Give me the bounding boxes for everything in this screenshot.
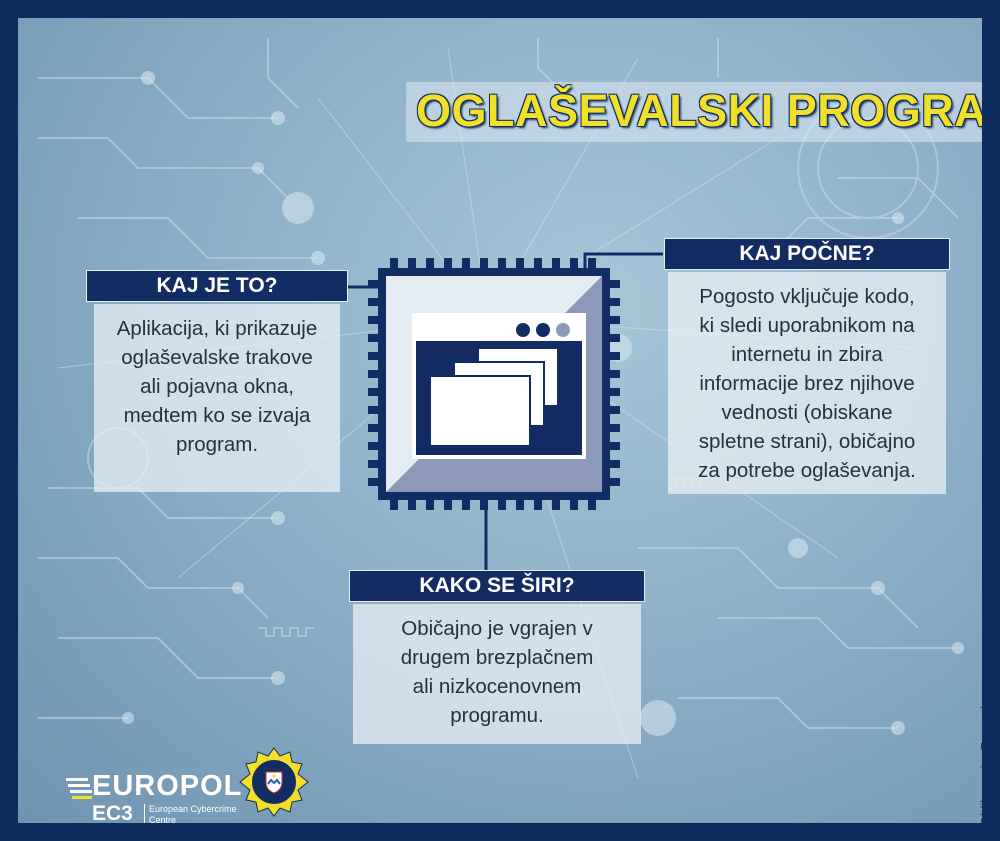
section-does-line: za potrebe oglaševanja.: [698, 459, 916, 482]
section-what-line: ali pojavna okna,: [140, 375, 294, 398]
section-spread-line: ali nizkocenovnem: [412, 675, 582, 698]
title-backdrop: [406, 82, 982, 142]
section-spread-heading: KAKO SE ŠIRI?: [349, 570, 645, 602]
circuit-background: [38, 38, 964, 779]
section-does-line: vednosti (obiskane: [721, 401, 893, 424]
section-spread-line: programu.: [450, 704, 544, 727]
police-badge-icon: [239, 747, 309, 817]
section-does-heading: KAJ POČNE?: [664, 238, 950, 270]
ec3-subtitle-line: Centre: [149, 815, 177, 825]
ec3-subtitle: European Cybercrime Centre: [144, 804, 237, 825]
section-what-line: oglaševalske trakove: [121, 346, 313, 369]
ec3-subtitle-line: European Cybercrime: [149, 804, 237, 814]
section-what-heading: KAJ JE TO?: [86, 270, 348, 302]
section-what-line: medtem ko se izvaja: [123, 404, 311, 427]
section-does-line: Pogosto vključuje kodo,: [699, 285, 915, 308]
section-spread-line: drugem brezplačnem: [400, 646, 594, 669]
page-title: OGLAŠEVALSKI PROGRAM: [416, 85, 1000, 136]
section-spread-line: Običajno je vgrajen v: [401, 617, 593, 640]
section-spread-panel: Običajno je vgrajen v drugem brezplačnem…: [353, 604, 641, 744]
section-does-panel: Pogosto vključuje kodo, ki sledi uporabn…: [668, 272, 946, 494]
europol-wordmark: EUROPOL: [92, 770, 243, 802]
europol-stripes-icon: [66, 778, 92, 799]
section-does-line: ki sledi uporabnikom na: [699, 314, 915, 337]
design-credit: Oblikovanje: Europol: [978, 706, 993, 826]
section-what-panel: Aplikacija, ki prikazuje oglaševalske tr…: [94, 304, 340, 492]
section-does-line: internetu in zbira: [731, 343, 883, 366]
section-does-line: informacije brez njihove: [699, 372, 915, 395]
section-what-line: Aplikacija, ki prikazuje: [116, 317, 318, 340]
section-what-line: program.: [175, 433, 259, 456]
ec3-label: EC3: [92, 802, 133, 825]
europol-ec3-logo: EUROPOL EC3 European Cybercrime Centre: [66, 770, 243, 825]
section-does-line: spletne strani), običajno: [698, 430, 916, 453]
chip-browser-icon: [368, 258, 620, 510]
